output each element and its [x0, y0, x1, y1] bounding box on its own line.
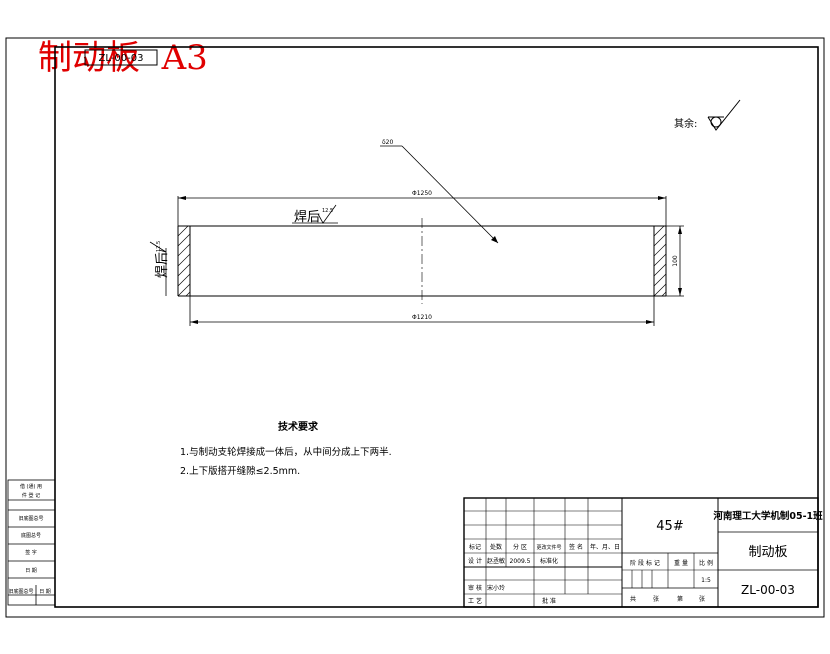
side-table-cell-3: 旧底图总号 [18, 515, 43, 522]
reviewer-name: 宋小玲 [487, 584, 505, 592]
thickness-arrowhead [491, 236, 498, 243]
scale-value: 1:5 [701, 577, 711, 584]
standardization-label: 标准化 [540, 557, 558, 565]
inner-dim-arrow-right [646, 320, 654, 324]
weld-top-value: 12.5 [322, 208, 333, 214]
sheets-total-unit: 张 [653, 595, 659, 603]
title-block-header-3: 分 区 [513, 543, 527, 551]
side-table-cell-5: 签 字 [25, 549, 37, 556]
weight-label: 重 量 [674, 559, 688, 567]
drawing-code-box: ZL-00-03 [84, 49, 158, 66]
sheet-number-label: 第 [677, 595, 683, 603]
material-text: 45# [656, 519, 683, 534]
weld-top-symbol [317, 204, 337, 224]
height-arrow-bottom [678, 288, 682, 296]
scale-label: 比 例 [699, 559, 713, 567]
outer-diameter-text: Φ1250 [412, 190, 432, 197]
tech-req-item-2: 2.上下版搭开缝隙≤2.5mm. [180, 465, 300, 477]
outer-dim-arrow-left [178, 196, 186, 200]
stage-mark-label: 阶 段 标 记 [630, 559, 660, 567]
process-label: 工 艺 [468, 597, 482, 605]
side-table-cell-1: 借 (通) 用 [20, 483, 42, 490]
roughness-symbol [707, 99, 741, 131]
side-table [7, 479, 56, 606]
title-block-header-5: 签 名 [569, 543, 583, 551]
weld-left-symbol [149, 241, 167, 296]
hatch-right [653, 225, 667, 297]
review-label: 审 核 [468, 584, 482, 592]
designer-name: 赵丞敏 [487, 557, 505, 565]
side-table-cell-4: 底图总号 [21, 532, 41, 539]
outer-dim-arrow-right [658, 196, 666, 200]
hatch-left [177, 225, 191, 297]
side-table-cell-6: 日 期 [25, 568, 37, 574]
drawing-code-text: ZL-00-03 [99, 53, 144, 64]
part-name: 制动板 [748, 545, 787, 560]
height-text: 100 [672, 255, 679, 267]
title-block-header-6: 年、月、日 [590, 543, 620, 551]
height-dimension [666, 225, 684, 297]
drawing-number: ZL-00-03 [741, 583, 795, 597]
weld-left-label: 焊后 [154, 252, 170, 278]
approve-label: 批 准 [542, 597, 556, 605]
weld-top-label: 焊后 [294, 209, 320, 225]
design-date: 2009.5 [510, 558, 531, 565]
tech-req-heading: 技术要求 [278, 420, 319, 433]
thickness-leader-arrow [401, 145, 499, 244]
inner-diameter-dimension [189, 296, 655, 326]
designer-label: 设 计 [468, 557, 482, 565]
side-table-cell-2: 件 登 记 [22, 492, 40, 499]
roughness-note: 其余: [674, 117, 697, 130]
outer-frame [5, 37, 825, 618]
title-block-header-2: 处数 [490, 543, 502, 551]
title-block [463, 497, 819, 608]
side-table-cell-8: 日 期 [39, 589, 51, 595]
thickness-label: δ20 [382, 139, 393, 146]
title-block-header-1: 标记 [469, 543, 481, 551]
inner-diameter-text: Φ1210 [412, 314, 432, 321]
inner-dim-arrow-left [190, 320, 198, 324]
tech-req-item-1: 1.与制动支轮焊接成一体后，从中间分成上下两半. [180, 446, 392, 458]
side-table-cell-7: 旧底图总号 [8, 588, 33, 595]
school-name: 河南理工大学机制05-1班 [713, 510, 823, 522]
weld-left-value: 12.5 [156, 241, 162, 252]
outer-diameter-dimension [177, 196, 667, 226]
sheets-total-label: 共 [630, 595, 636, 603]
title-block-header-4: 更改文件号 [536, 544, 561, 551]
height-arrow-top [678, 226, 682, 234]
inner-frame [54, 46, 819, 608]
sheet-number-unit: 张 [699, 595, 705, 603]
